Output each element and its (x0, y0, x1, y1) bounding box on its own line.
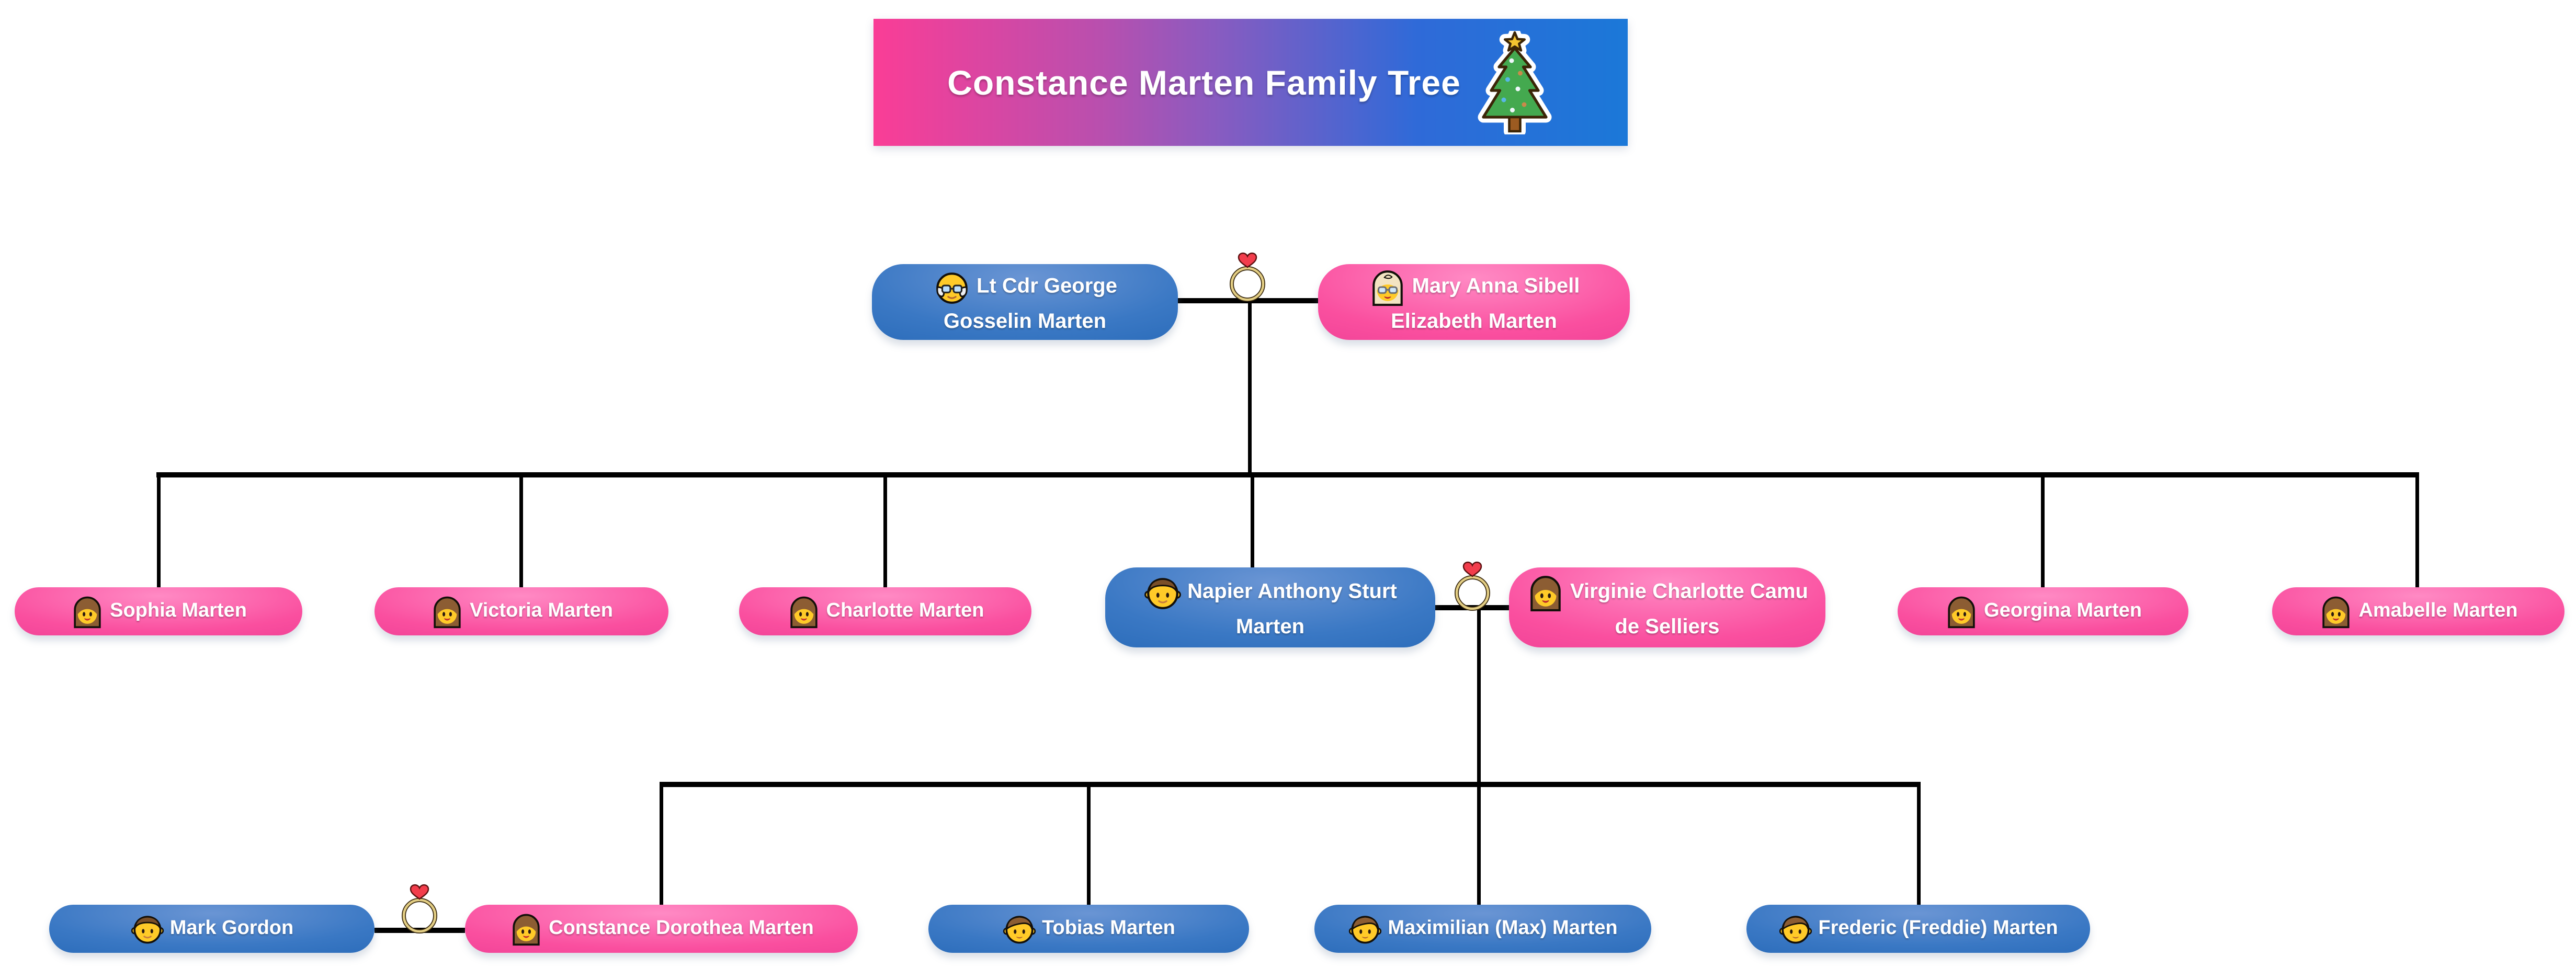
person-node-george[interactable]: Lt Cdr George Gosselin Marten (872, 264, 1178, 340)
descender-napier-virginie (1477, 608, 1481, 784)
woman-icon (1526, 573, 1565, 612)
drop-line-georgina (2041, 475, 2045, 587)
christmas-tree-icon (1476, 30, 1554, 135)
man-icon (130, 912, 165, 946)
person-node-max[interactable]: Maximilian (Max) Marten (1314, 905, 1651, 953)
drop-line-max (1477, 784, 1481, 905)
person-name: Virginie Charlotte Camu de Selliers (1570, 579, 1808, 638)
drop-line-charlotte (883, 475, 887, 587)
boy-icon (1778, 912, 1813, 946)
descender-george-mary (1248, 301, 1252, 475)
old-man-icon (933, 268, 971, 306)
sibling-line-generation-2 (156, 472, 2419, 477)
person-name: Victoria Marten (470, 599, 613, 622)
person-name: Amabelle Marten (2358, 599, 2518, 622)
wedding-ring-icon (1229, 251, 1266, 303)
man-icon (1143, 573, 1182, 612)
person-name: Mary Anna Sibell Elizabeth Marten (1391, 274, 1580, 333)
drop-line-victoria (519, 475, 523, 587)
drop-line-amabelle (2415, 475, 2419, 587)
person-node-georgina[interactable]: Georgina Marten (1898, 587, 2188, 635)
page-title: Constance Marten Family Tree (947, 63, 1461, 102)
person-node-frederic[interactable]: Frederic (Freddie) Marten (1746, 905, 2090, 953)
person-node-sophia[interactable]: Sophia Marten (15, 587, 302, 635)
person-node-victoria[interactable]: Victoria Marten (375, 587, 668, 635)
woman-icon (787, 594, 821, 629)
title-banner: Constance Marten Family Tree (873, 19, 1628, 146)
drop-line-sophia (157, 475, 161, 587)
boy-icon (1002, 912, 1037, 946)
person-name: Frederic (Freddie) Marten (1818, 917, 2058, 939)
person-name: Lt Cdr George Gosselin Marten (943, 274, 1117, 333)
person-name: Constance Dorothea Marten (549, 917, 814, 939)
old-woman-icon (1368, 268, 1407, 306)
boy-icon (1348, 912, 1382, 946)
person-node-napier[interactable]: Napier Anthony Sturt Marten (1105, 567, 1435, 647)
woman-icon (430, 594, 464, 629)
person-name: Sophia Marten (110, 599, 247, 622)
person-node-virginie[interactable]: Virginie Charlotte Camu de Selliers (1509, 567, 1825, 647)
woman-icon (1944, 594, 1979, 629)
wedding-ring-icon (1454, 560, 1491, 612)
person-node-mark[interactable]: Mark Gordon (49, 905, 375, 953)
drop-line-constance (660, 784, 663, 905)
person-node-tobias[interactable]: Tobias Marten (928, 905, 1249, 953)
person-node-mary[interactable]: Mary Anna Sibell Elizabeth Marten (1318, 264, 1630, 340)
woman-icon (70, 594, 105, 629)
drop-line-napier (1251, 475, 1254, 567)
woman-icon (2319, 594, 2353, 629)
person-name: Charlotte Marten (826, 599, 984, 622)
wedding-ring-icon (401, 883, 438, 935)
woman-icon (509, 912, 543, 946)
person-name: Maximilian (Max) Marten (1388, 917, 1618, 939)
person-node-charlotte[interactable]: Charlotte Marten (739, 587, 1031, 635)
person-name: Napier Anthony Sturt Marten (1187, 579, 1397, 638)
sibling-line-generation-3 (660, 782, 1921, 787)
person-name: Tobias Marten (1042, 917, 1175, 939)
person-name: Mark Gordon (169, 917, 294, 939)
person-name: Georgina Marten (1984, 599, 2142, 622)
drop-line-tobias (1087, 784, 1091, 905)
person-node-constance[interactable]: Constance Dorothea Marten (465, 905, 858, 953)
drop-line-frederic (1917, 784, 1921, 905)
person-node-amabelle[interactable]: Amabelle Marten (2272, 587, 2564, 635)
